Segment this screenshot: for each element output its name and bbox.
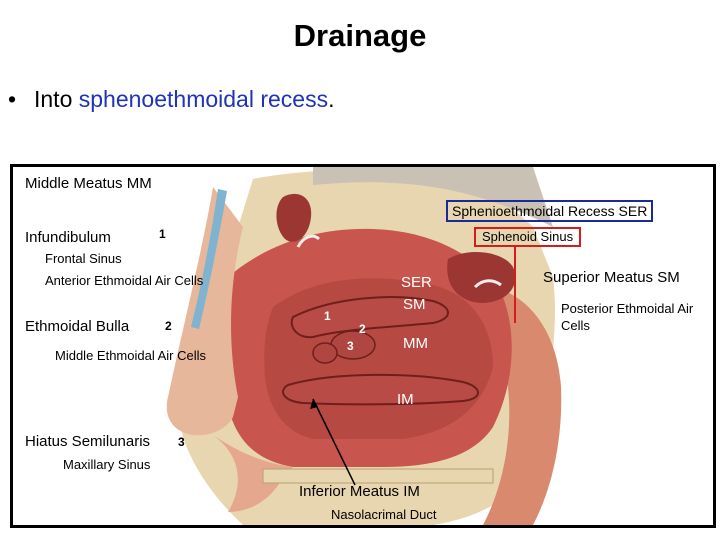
- frontal-sinus-shape: [276, 193, 312, 242]
- overlay-im: IM: [397, 391, 414, 408]
- label-maxillary-sinus: Maxillary Sinus: [63, 457, 151, 472]
- label-nasolacrimal-duct: Nasolacrimal Duct: [331, 507, 437, 522]
- slide-title: Drainage: [293, 18, 427, 53]
- upper-lip: [213, 435, 293, 512]
- label-hiatus-semilunaris: Hiatus Semilunaris: [25, 433, 151, 450]
- bullet-item: • Into sphenoethmoidal recess.: [8, 86, 334, 113]
- middle-concha: [290, 296, 449, 339]
- bullet-suffix: .: [328, 86, 335, 112]
- label-sphenoid-sinus: Sphenoid Sinus: [474, 227, 582, 247]
- bullet-highlight: sphenoethmoidal recess: [78, 86, 329, 112]
- label-middle-meatus: Middle Meatus MM: [25, 175, 152, 192]
- drainage-arrow-1: [296, 234, 321, 248]
- label-superior-meatus: Superior Meatus SM: [543, 269, 680, 286]
- label-anterior-ethmoidal: Anterior Ethmoidal Air Cells: [45, 273, 204, 288]
- external-nose: [166, 187, 243, 436]
- nasal-bone: [191, 189, 227, 329]
- overlay-num-1: 1: [324, 309, 331, 323]
- label-infundibulum: Infundibulum: [25, 229, 111, 246]
- cranial-region: [313, 167, 553, 227]
- label-posterior-ethmoidal-line1: Posterior Ethmoidal Air: [561, 301, 694, 316]
- label-sphenoethmoidal-recess: Spheniοethmoidal Recess SER: [446, 200, 654, 222]
- label-frontal-sinus: Frontal Sinus: [45, 251, 122, 266]
- bulla-second-shape: [312, 342, 338, 364]
- overlay-mm: MM: [403, 335, 428, 352]
- bullet-marker: •: [8, 86, 17, 112]
- anatomy-figure: Middle Meatus MM Infundibulum 1 Frontal …: [10, 164, 716, 528]
- label-posterior-ethmoidal-line2: Cells: [561, 318, 590, 333]
- inferior-concha: [282, 373, 479, 406]
- label-ethmoidal-bulla: Ethmoidal Bulla: [25, 318, 130, 335]
- inferior-meatus-arrowhead: [310, 399, 318, 409]
- hard-palate: [262, 468, 494, 484]
- overlay-ser: SER: [401, 274, 432, 291]
- inferior-meatus-pointer: [312, 398, 356, 486]
- label-infundibulum-num: 1: [159, 227, 166, 241]
- overlay-sm: SM: [403, 296, 426, 313]
- label-middle-ethmoidal: Middle Ethmoidal Air Cells: [55, 348, 207, 363]
- sphenoid-sinus-shape: [447, 252, 516, 303]
- overlay-num-3: 3: [347, 339, 354, 353]
- nasal-cavity-illustration: [166, 167, 562, 525]
- bullet-prefix: Into: [34, 86, 79, 112]
- drainage-arrow-2: [473, 279, 502, 289]
- overlay-num-2: 2: [359, 322, 366, 336]
- label-inferior-meatus: Inferior Meatus IM: [299, 483, 420, 500]
- label-hiatus-num: 3: [178, 435, 185, 449]
- label-ethmoidal-bulla-num: 2: [165, 319, 172, 333]
